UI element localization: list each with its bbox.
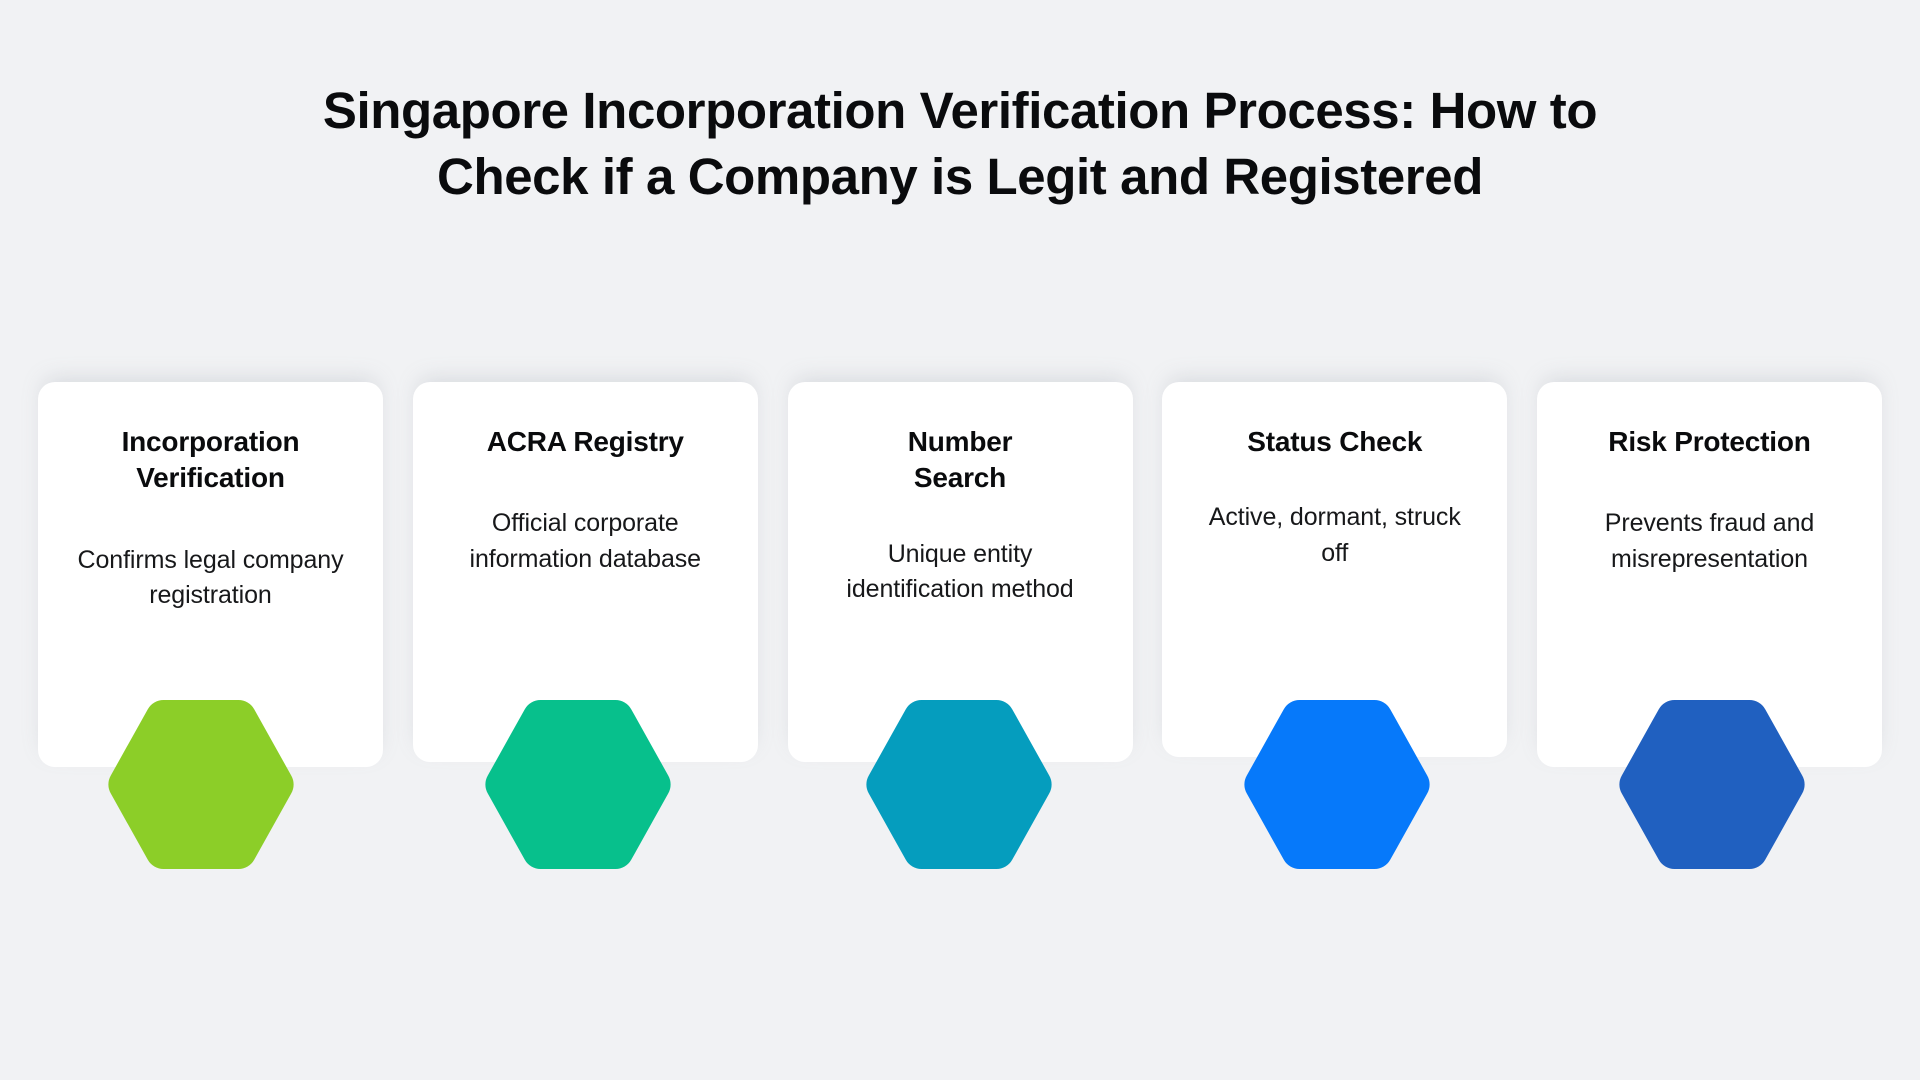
card-description: Prevents fraud and misrepresentation [1604,509,1815,573]
card-number-search[interactable]: Number Search Unique entity identificati… [787,382,1133,762]
card-title: Risk Protection [1608,426,1811,457]
card-description: Confirms legal company registration [77,545,344,610]
card-status-check[interactable]: Status Check Active, dormant, struck off [1162,382,1508,757]
cards-row: Incorporation Verification Confirms lega… [38,382,1882,869]
card-acra-registry[interactable]: ACRA Registry Official corporate informa… [412,382,758,762]
card-title: ACRA Registry [486,426,684,457]
card-item[interactable]: Risk Protection Prevents fraud and misre… [1537,382,1882,869]
page-title: Singapore Incorporation Verification Pro… [322,82,1598,206]
card-description: Active, dormant, struck off [1208,503,1461,567]
card-incorporation-verification[interactable]: Incorporation Verification Confirms lega… [38,382,383,767]
card-item[interactable]: Incorporation Verification Confirms lega… [38,382,383,869]
card-item[interactable]: ACRA Registry Official corporate informa… [412,382,758,869]
card-item[interactable]: Number Search Unique entity identificati… [787,382,1133,869]
card-description: Unique entity identification method [846,539,1074,604]
card-risk-protection[interactable]: Risk Protection Prevents fraud and misre… [1537,382,1882,767]
card-description: Official corporate information database [469,509,702,573]
title-block: Singapore Incorporation Verification Pro… [260,78,1660,211]
card-title: Status Check [1247,426,1423,457]
card-title: Number Search [907,426,1013,494]
card-item[interactable]: Status Check Active, dormant, struck off [1162,382,1508,869]
card-title: Incorporation Verification [121,426,300,494]
